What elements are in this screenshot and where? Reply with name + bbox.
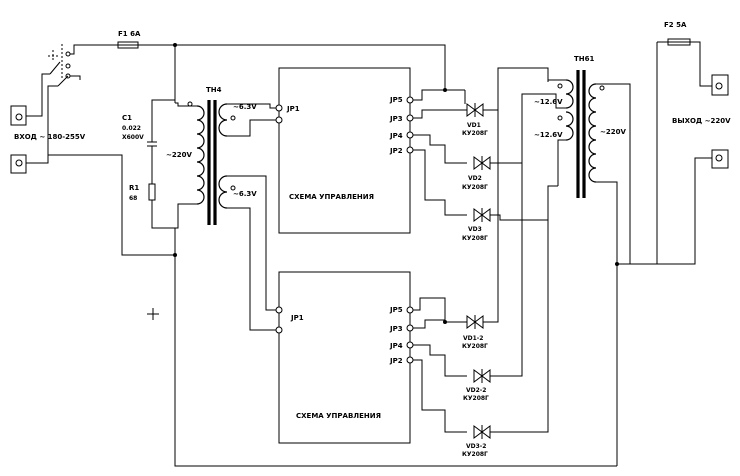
vd3-type: КУ208Г (462, 235, 488, 242)
th61-w1-label: ~12.6V (534, 98, 563, 106)
thyristor-vd2-2 (473, 369, 491, 383)
thyristor-vd2 (473, 156, 491, 170)
th4-label: TH4 (206, 86, 222, 94)
c1-label: C1 (122, 114, 132, 122)
vd3-label: VD3 (468, 226, 482, 233)
thyristor-vd1 (464, 90, 484, 117)
control-block-1-title: СХЕМА УПРАВЛЕНИЯ (289, 193, 374, 201)
th61-w2-label: ~12.6V (534, 131, 563, 139)
input-connector-top (10, 105, 27, 126)
block2-jp3-label: JP3 (389, 325, 403, 333)
output-label: ВЫХОД ~220V (672, 117, 731, 125)
vd2-type: КУ208Г (462, 184, 488, 191)
r1-value: 68 (129, 195, 137, 202)
crosshair-cursor-icon (147, 308, 159, 320)
thyristor-vd3 (473, 208, 491, 222)
block2-jp5-label: JP5 (389, 306, 403, 314)
transformer-th61 (547, 70, 631, 466)
th61-label: TH61 (574, 55, 595, 63)
vd2-2-type: КУ208Г (463, 395, 489, 402)
block1-jp5-label: JP5 (389, 96, 403, 104)
th4-primary-label: ~220V (166, 151, 192, 159)
block2-jp2-label: JP2 (389, 357, 403, 365)
c1-value-2: X600V (122, 134, 144, 141)
fuse-f2-label: F2 5A (664, 21, 687, 29)
block1-jp2-label: JP2 (389, 147, 403, 155)
fuse-f1 (117, 41, 139, 49)
output-connector-top (711, 74, 729, 96)
resistor-r1 (148, 183, 156, 201)
vd1-2-label: VD1-2 (463, 335, 483, 342)
th4-sec2-label: ~6.3V (233, 190, 257, 198)
fuse-f1-label: F1 6A (118, 30, 141, 38)
control-block-2 (275, 271, 414, 444)
capacitor-c1 (147, 141, 157, 147)
control-block-2-title: СХЕМА УПРАВЛЕНИЯ (296, 412, 381, 420)
vd2-label: VD2 (468, 175, 482, 182)
vd3-2-type: КУ208Г (462, 451, 488, 458)
output-connector-bottom (711, 149, 729, 169)
th61-out-label: ~220V (600, 128, 626, 136)
block1-jp1-label: JP1 (286, 105, 300, 113)
vd3-2-label: VD3-2 (466, 443, 486, 450)
block1-jp4-label: JP4 (389, 132, 403, 140)
power-switch (26, 44, 118, 164)
thyristor-vd3-2 (473, 425, 491, 439)
transformer-th4 (175, 100, 236, 229)
fuse-f2 (667, 38, 691, 46)
thyristor-vd1-2 (466, 315, 484, 329)
vd2-2-label: VD2-2 (466, 387, 486, 394)
input-label: ВХОД ~ 180-255V (14, 133, 86, 141)
input-connector-bottom (10, 154, 27, 174)
vd1-2-type: КУ208Г (462, 343, 488, 350)
block2-jp4-label: JP4 (389, 342, 403, 350)
vd1-type: КУ208Г (462, 130, 488, 137)
c1-value-1: 0.022 (122, 125, 141, 132)
control-block-1 (275, 67, 414, 234)
vd1-label: VD1 (467, 122, 481, 129)
th4-sec1-label: ~6.3V (233, 103, 257, 111)
block1-jp3-label: JP3 (389, 115, 403, 123)
block2-jp1-label: JP1 (290, 314, 304, 322)
r1-label: R1 (129, 184, 139, 192)
